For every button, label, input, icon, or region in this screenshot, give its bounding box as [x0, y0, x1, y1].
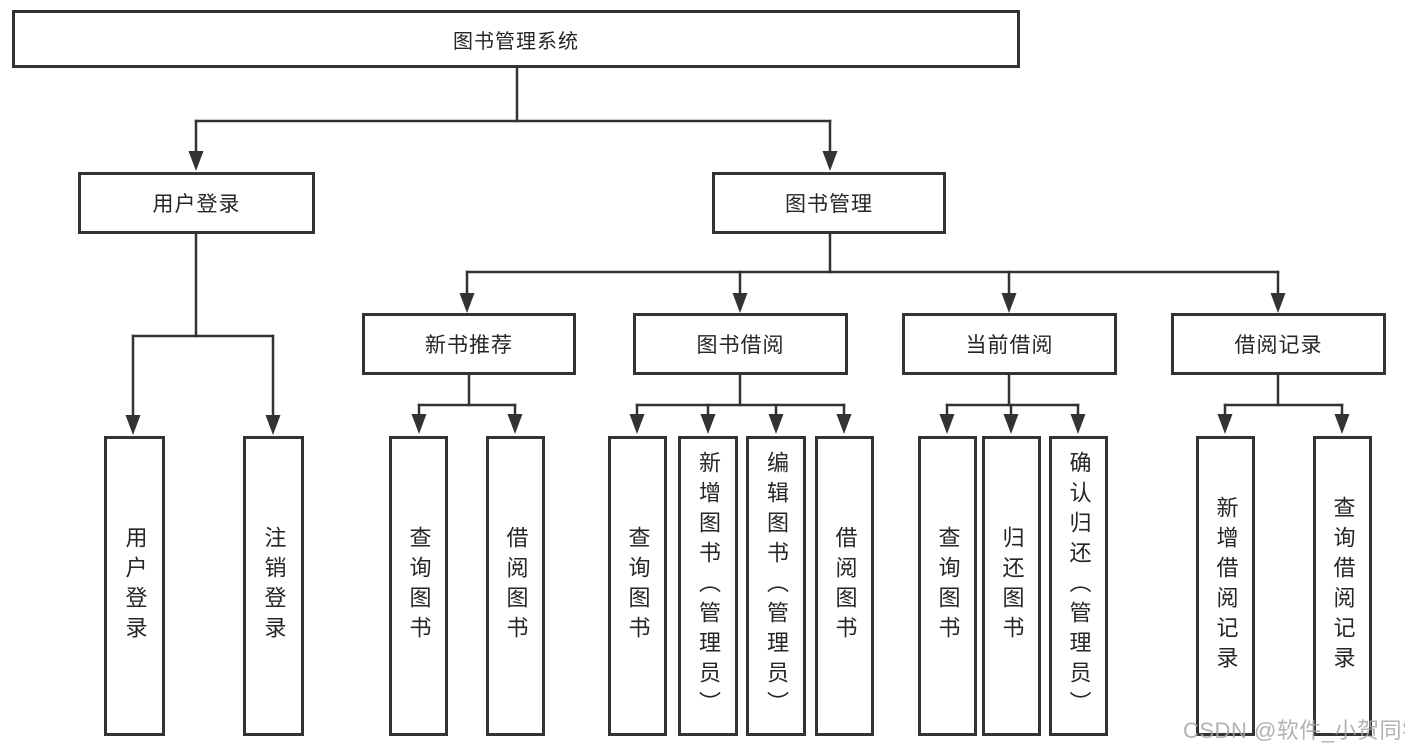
node-user-login-label: 用户登录	[152, 193, 241, 216]
node-new-book-recommend: 新书推荐	[362, 313, 576, 375]
node-new-book-recommend-label: 新书推荐	[425, 334, 513, 357]
leaf-query-books-recommend-label: 查询图书	[406, 526, 432, 646]
node-book-borrowing-label: 图书借阅	[696, 334, 785, 357]
leaf-query-borrow-record: 查询借阅记录	[1313, 436, 1372, 736]
leaf-query-books-recommend: 查询图书	[389, 436, 448, 736]
node-book-management-label: 图书管理	[785, 193, 873, 216]
leaf-query-borrow-record-label: 查询借阅记录	[1330, 496, 1356, 676]
leaf-edit-books-admin: 编辑图书（管理员）	[746, 436, 806, 736]
leaf-query-books-borrowing: 查询图书	[608, 436, 667, 736]
node-book-borrowing: 图书借阅	[633, 313, 848, 375]
leaf-edit-books-admin-label: 编辑图书（管理员）	[764, 451, 789, 721]
leaf-return-books: 归还图书	[982, 436, 1041, 736]
node-library-system-label: 图书管理系统	[453, 30, 579, 53]
leaf-logout: 注销登录	[243, 436, 304, 736]
leaf-confirm-return-admin-label: 确认归还（管理员）	[1066, 451, 1092, 721]
leaf-borrow-books-recommend: 借阅图书	[486, 436, 545, 736]
leaf-add-books-admin: 新增图书（管理员）	[678, 436, 738, 736]
leaf-query-books-borrowing-label: 查询图书	[625, 526, 651, 646]
leaf-query-books-current: 查询图书	[918, 436, 977, 736]
leaf-logout-label: 注销登录	[261, 526, 287, 646]
node-current-borrowing-label: 当前借阅	[965, 334, 1054, 357]
leaf-add-books-admin-label: 新增图书（管理员）	[696, 451, 721, 721]
leaf-borrow-books-label: 借阅图书	[832, 526, 858, 646]
leaf-return-books-label: 归还图书	[999, 526, 1025, 646]
leaf-confirm-return-admin: 确认归还（管理员）	[1049, 436, 1108, 736]
leaf-user-login-label: 用户登录	[122, 526, 148, 646]
leaf-borrow-books-recommend-label: 借阅图书	[503, 526, 529, 646]
leaf-add-borrow-record-label: 新增借阅记录	[1213, 496, 1239, 676]
node-borrowing-records-label: 借阅记录	[1234, 334, 1323, 357]
leaf-add-borrow-record: 新增借阅记录	[1196, 436, 1255, 736]
node-current-borrowing: 当前借阅	[902, 313, 1117, 375]
node-library-system: 图书管理系统	[12, 10, 1020, 68]
leaf-borrow-books: 借阅图书	[815, 436, 874, 736]
node-book-management: 图书管理	[712, 172, 946, 234]
node-borrowing-records: 借阅记录	[1171, 313, 1386, 375]
leaf-query-books-current-label: 查询图书	[935, 526, 961, 646]
csdn-watermark: CSDN @软件_小贺同学	[1183, 718, 1405, 743]
node-user-login: 用户登录	[78, 172, 315, 234]
leaf-user-login: 用户登录	[104, 436, 165, 736]
